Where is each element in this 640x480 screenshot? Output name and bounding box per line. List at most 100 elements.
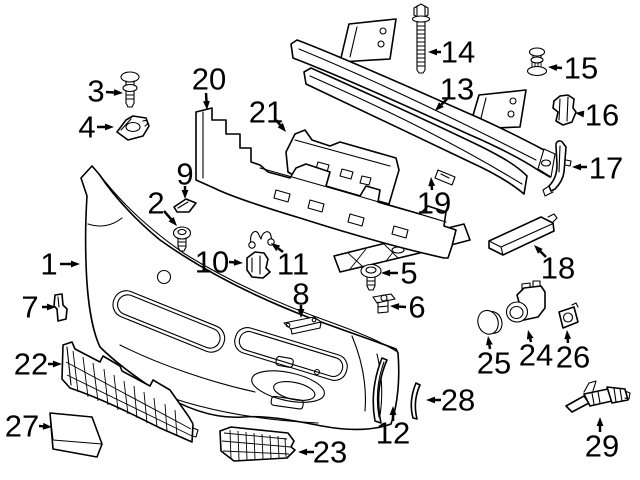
leader-line: [163, 210, 173, 221]
hex-bolt-drawing: [411, 3, 431, 74]
callout-mount-rail: 18: [534, 245, 575, 286]
part-number-20: 20: [192, 62, 226, 97]
callout-retainer-clip: 10: [195, 245, 243, 280]
body-screw-drawing: [360, 263, 382, 291]
arrowhead-icon: [435, 102, 444, 111]
wire-clip-drawing: [248, 230, 275, 249]
callout-expansion-nut: 6: [390, 290, 426, 325]
part-number-23: 23: [313, 435, 347, 470]
callout-side-grille: 23: [298, 435, 347, 470]
part-number-17: 17: [589, 151, 623, 186]
arrowhead-icon: [534, 245, 543, 254]
callout-pdc-sensor: 24: [519, 330, 553, 373]
upper-screw-drawing: [172, 226, 192, 252]
callout-gap-cover-strip: 12: [376, 406, 410, 451]
callout-grommet: 15: [548, 51, 598, 86]
arrowhead-icon: [181, 190, 189, 199]
callout-push-rivet: 3: [87, 74, 123, 109]
impact-absorber-drawing: [195, 107, 457, 259]
grommet-drawing: [526, 47, 548, 77]
part-number-29: 29: [585, 429, 619, 464]
arrowhead-icon: [168, 216, 177, 226]
side-grille-drawing: [219, 426, 296, 462]
part-number-9: 9: [176, 157, 193, 192]
arrowhead-icon: [47, 303, 56, 311]
part-number-27: 27: [5, 409, 39, 444]
filler-panel-drawing: [49, 412, 103, 458]
side-bracket-drawing: [53, 293, 68, 322]
callout-washer-nozzle: 29: [585, 417, 619, 464]
part-number-10: 10: [195, 245, 229, 280]
leader-line: [528, 338, 533, 343]
part-number-14: 14: [441, 35, 475, 70]
arrowhead-icon: [105, 123, 114, 131]
part-number-6: 6: [408, 290, 425, 325]
pdc-sensor-drawing: [505, 280, 546, 323]
arrowhead-icon: [564, 330, 572, 340]
leader-line: [539, 250, 547, 258]
arrowhead-icon: [53, 360, 62, 368]
arrowhead-icon: [233, 258, 243, 266]
part-number-13: 13: [440, 72, 474, 107]
side-support-drawing: [542, 140, 572, 197]
part-number-21: 21: [249, 95, 283, 130]
leader-line: [275, 119, 282, 126]
bumper-cover-drawing: [80, 165, 400, 431]
part-number-16: 16: [585, 98, 619, 133]
callout-side-strip: 28: [426, 383, 475, 418]
callout-center-grille: 22: [14, 347, 62, 382]
arrowhead-icon: [298, 448, 307, 456]
center-grille-drawing: [61, 341, 199, 443]
callout-hex-bolt: 14: [428, 35, 475, 70]
arrowhead-icon: [486, 336, 493, 346]
part-number-2: 2: [147, 186, 164, 221]
sensor-cap-drawing: [477, 309, 503, 335]
callout-impact-absorber: 20: [192, 62, 226, 110]
callout-wire-clip: 11: [271, 243, 309, 282]
clamp-nut-drawing: [116, 115, 150, 141]
callout-wedge-clip: 9: [176, 157, 194, 199]
arrowhead-icon: [575, 110, 585, 118]
callout-center-bracket: 8: [292, 277, 310, 318]
arrowhead-icon: [297, 309, 305, 318]
part-number-28: 28: [441, 383, 475, 418]
part-number-24: 24: [519, 338, 553, 373]
arrowhead-icon: [389, 406, 397, 415]
push-rivet-drawing: [120, 71, 140, 108]
part-number-22: 22: [14, 347, 48, 382]
part-number-12: 12: [376, 416, 410, 451]
callout-upper-screw: 2: [147, 186, 177, 226]
wedge-clip-drawing: [173, 198, 197, 213]
callout-sensor-mount: 26: [556, 330, 590, 375]
part-number-18: 18: [541, 251, 575, 286]
arrowhead-icon: [71, 260, 80, 268]
callout-filler-panel: 27: [5, 409, 52, 444]
callout-lower-reinforcement: 19: [417, 177, 451, 221]
leader-line: [488, 344, 492, 350]
arrowhead-icon: [428, 177, 436, 187]
callout-guide-bracket: 16: [575, 98, 619, 133]
impact-bar-drawing: [290, 39, 556, 178]
callout-side-support: 17: [572, 151, 623, 186]
arrowhead-icon: [113, 89, 123, 96]
callout-impact-bar: 13: [435, 72, 474, 111]
leader-line: [277, 247, 284, 253]
part-number-15: 15: [564, 51, 598, 86]
arrowhead-icon: [526, 330, 534, 340]
arrowhead-icon: [277, 122, 286, 132]
expansion-nut-drawing: [372, 293, 396, 314]
callout-side-bracket: 7: [21, 290, 56, 325]
part-number-4: 4: [78, 110, 95, 145]
arrowhead-icon: [381, 269, 390, 277]
part-number-3: 3: [87, 74, 104, 109]
callout-bumper-cover: 1: [40, 247, 80, 282]
arrowhead-icon: [548, 64, 558, 72]
leader-line: [440, 98, 448, 106]
arrowhead-icon: [42, 422, 52, 430]
crash-can-left-drawing: [339, 18, 397, 63]
arrowhead-icon: [390, 303, 400, 310]
part-number-25: 25: [477, 346, 511, 381]
